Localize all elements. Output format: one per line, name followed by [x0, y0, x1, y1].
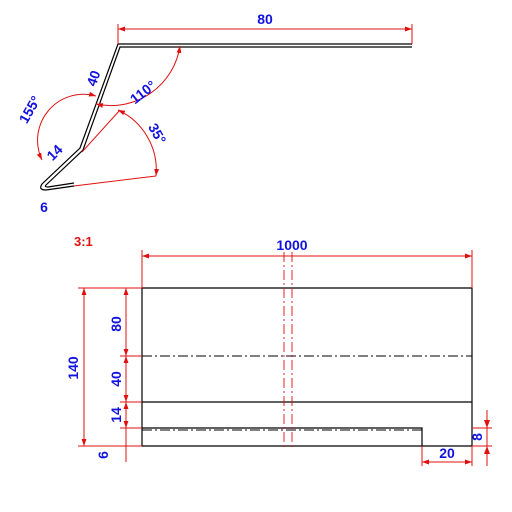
dim-8-arrow-top	[484, 420, 490, 428]
flat-outline	[141, 287, 473, 447]
dim-1000-label: 1000	[276, 237, 307, 253]
dim-8-label: 8	[469, 433, 485, 441]
scale-label: 3:1	[74, 234, 93, 249]
dim-40-label: 40	[83, 68, 103, 88]
dim-14-band-label: 14	[108, 407, 124, 423]
dim-20-label: 20	[439, 445, 455, 461]
dim-6-band-label: 6	[95, 451, 111, 459]
angle-35-extension	[73, 175, 157, 187]
flat-pattern-view: 3:1 1000 140 80 40 14 6	[65, 234, 492, 466]
dim-8-arrow-bottom	[484, 446, 490, 454]
dim-6-hem-label: 6	[40, 199, 48, 215]
profile-outline-outer	[40, 43, 412, 191]
dim-14-label: 14	[43, 141, 65, 163]
dim-40-band-label: 40	[108, 371, 124, 387]
profile-view: 80 40 14 6 155° 110° 35°	[15, 11, 413, 215]
flat-hem-strip	[141, 428, 422, 447]
profile-outline-inner	[44, 46, 412, 188]
angle-35-arc	[117, 109, 160, 177]
angle-35-label: 35°	[145, 120, 169, 146]
dim-140-label: 140	[65, 356, 81, 380]
dim-80-band-label: 80	[108, 316, 124, 332]
angle-110-extension	[81, 109, 121, 153]
angle-155-label: 155°	[15, 93, 43, 126]
angle-155-arc	[36, 91, 97, 161]
dim-80-label: 80	[257, 11, 273, 27]
angle-110-arc	[95, 45, 182, 108]
